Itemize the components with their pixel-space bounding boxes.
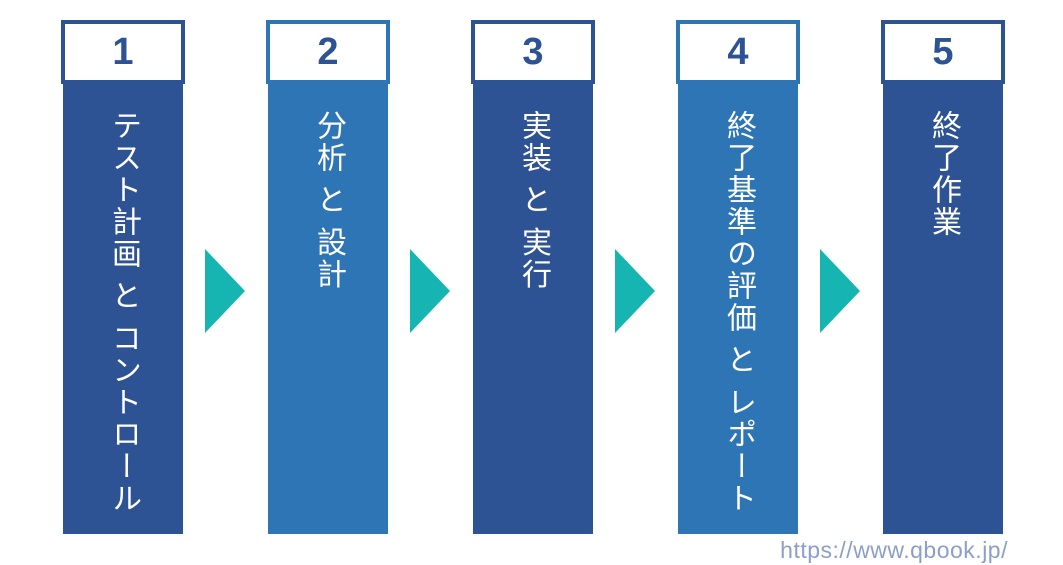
process-step-2: 2 分析 と 設計 [266, 20, 390, 534]
step-label-3: 実装 と 実行 [517, 110, 550, 291]
step-label-5: 終了作業 [927, 110, 960, 238]
right-arrow-icon-2 [410, 249, 450, 333]
step-body-1: テスト計画 と コントロール [63, 84, 183, 534]
step-number-3: 3 [522, 31, 544, 73]
step-body-3: 実装 と 実行 [473, 84, 593, 534]
step-number-box-5: 5 [881, 20, 1005, 84]
watermark-url: https://www.qbook.jp/ [780, 537, 1008, 563]
step-number-1: 1 [112, 31, 134, 73]
right-arrow-icon-4 [820, 249, 860, 333]
step-number-box-4: 4 [676, 20, 800, 84]
process-step-5: 5 終了作業 [881, 20, 1005, 534]
right-arrow-icon-3 [615, 249, 655, 333]
step-body-2: 分析 と 設計 [268, 84, 388, 534]
step-label-2: 分析 と 設計 [312, 110, 345, 291]
process-step-1: 1 テスト計画 と コントロール [61, 20, 185, 534]
step-number-box-1: 1 [61, 20, 185, 84]
step-number-box-2: 2 [266, 20, 390, 84]
step-number-box-3: 3 [471, 20, 595, 84]
step-number-2: 2 [317, 31, 339, 73]
process-step-3: 3 実装 と 実行 [471, 20, 595, 534]
step-number-5: 5 [932, 31, 954, 73]
step-body-5: 終了作業 [883, 84, 1003, 534]
right-arrow-icon-1 [205, 249, 245, 333]
step-label-4: 終了基準の評価 と レポート [722, 110, 755, 515]
step-body-4: 終了基準の評価 と レポート [678, 84, 798, 534]
step-number-4: 4 [727, 31, 749, 73]
process-step-4: 4 終了基準の評価 と レポート [676, 20, 800, 534]
step-label-1: テスト計画 と コントロール [107, 110, 140, 515]
